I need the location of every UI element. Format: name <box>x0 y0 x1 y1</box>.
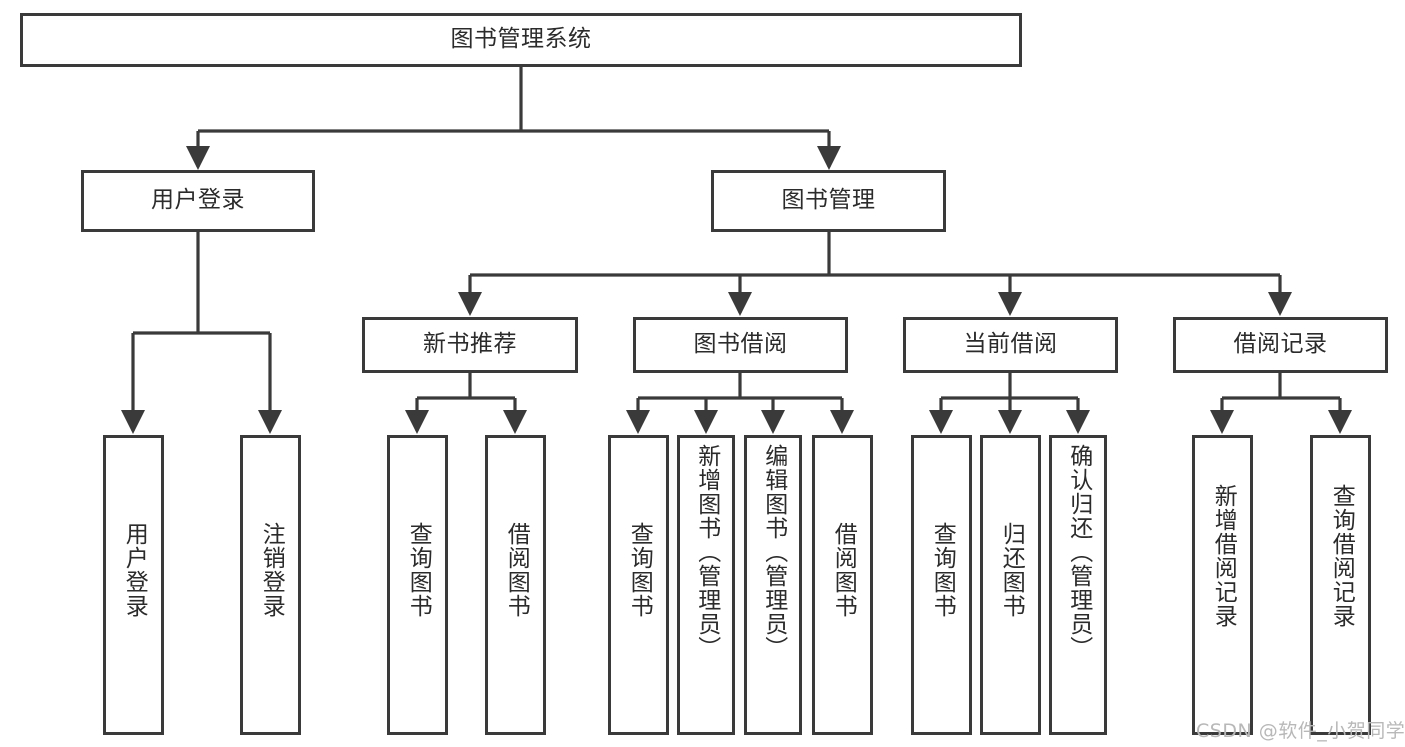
node-book-borrow[interactable]: 图书借阅 <box>633 317 848 373</box>
leaf-edit-book-admin[interactable]: 编辑图书（管理员） <box>744 435 802 735</box>
leaf-add-book-admin[interactable]: 新增图书（管理员） <box>677 435 735 735</box>
leaf-confirm-return-admin[interactable]: 确认归还（管理员） <box>1049 435 1107 735</box>
leaf-borrow-book-recommend[interactable]: 借阅图书 <box>485 435 546 735</box>
leaf-user-login[interactable]: 用户登录 <box>103 435 164 735</box>
leaf-query-book-current[interactable]: 查询图书 <box>911 435 972 735</box>
node-borrow-record[interactable]: 借阅记录 <box>1173 317 1388 373</box>
node-user-login[interactable]: 用户登录 <box>81 170 315 232</box>
node-book-management[interactable]: 图书管理 <box>711 170 946 232</box>
leaf-query-borrow-record[interactable]: 查询借阅记录 <box>1310 435 1371 735</box>
watermark-credit: CSDN @软件_小贺同学 <box>1196 720 1405 742</box>
node-new-book-recommend[interactable]: 新书推荐 <box>362 317 578 373</box>
leaf-query-book-recommend[interactable]: 查询图书 <box>387 435 448 735</box>
leaf-add-borrow-record[interactable]: 新增借阅记录 <box>1192 435 1253 735</box>
leaf-return-book[interactable]: 归还图书 <box>980 435 1041 735</box>
node-root-book-management-system[interactable]: 图书管理系统 <box>20 13 1022 67</box>
leaf-logout-login[interactable]: 注销登录 <box>240 435 301 735</box>
node-current-borrow[interactable]: 当前借阅 <box>903 317 1118 373</box>
leaf-query-book-borrow[interactable]: 查询图书 <box>608 435 669 735</box>
leaf-borrow-book-borrow[interactable]: 借阅图书 <box>812 435 873 735</box>
